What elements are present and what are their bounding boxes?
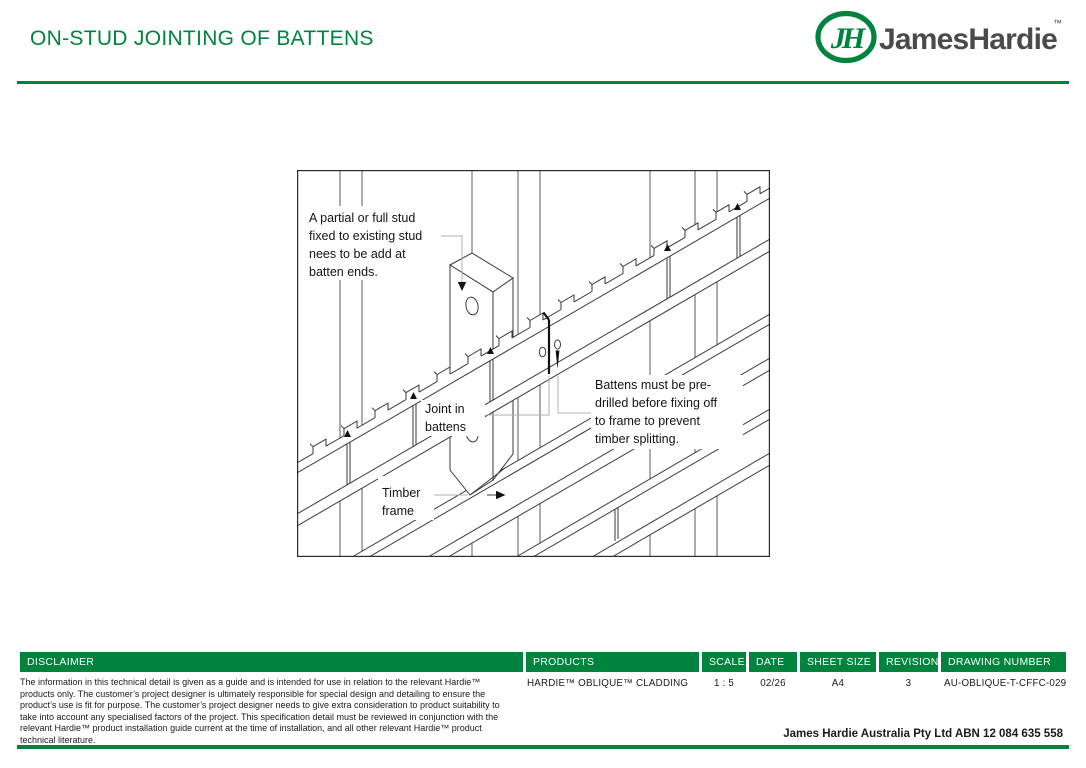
sheet-size-value: A4 <box>831 678 845 689</box>
upper-batten <box>297 185 770 527</box>
revision-value: 3 <box>905 678 912 689</box>
col-header-scale: SCALE <box>702 652 746 672</box>
james-hardie-logo: JH JamesHardie ™ <box>815 10 1062 64</box>
lower-batten-joint <box>614 507 619 541</box>
joint-in-battens-line <box>542 311 551 374</box>
col-header-products: PRODUCTS <box>526 652 699 672</box>
svg-text:to frame to prevent: to frame to prevent <box>595 414 700 428</box>
note-joint: Joint in <box>425 402 465 416</box>
svg-text:nees to be add at: nees to be add at <box>309 247 406 261</box>
col-header-sheet-size: SHEET SIZE <box>800 652 876 672</box>
col-header-disclaimer: DISCLAIMER <box>20 652 523 672</box>
svg-text:frame: frame <box>382 504 414 518</box>
svg-text:drilled before fixing off: drilled before fixing off <box>595 396 718 410</box>
technical-drawing: A partial or full stud fixed to existing… <box>297 170 770 557</box>
date-value: 02/26 <box>760 678 786 689</box>
svg-text:fixed to existing stud: fixed to existing stud <box>309 229 422 243</box>
stud-hole-top <box>465 296 479 316</box>
products-value: HARDIE™ OBLIQUE™ CLADDING <box>527 678 689 689</box>
batten-joints <box>346 215 741 485</box>
screw-fastener <box>554 339 561 369</box>
logo-trademark: ™ <box>1053 18 1062 28</box>
drawing-number-value: AU-OBLIQUE-T-CFFC-029 <box>944 678 1067 689</box>
logo-ellipse <box>815 10 877 64</box>
batten-serration <box>312 185 761 454</box>
predrilled-hole <box>538 346 547 358</box>
leader-arrow-down <box>457 282 467 291</box>
header-rule <box>17 81 1069 84</box>
company-abn-line: James Hardie Australia Pty Ltd ABN 12 08… <box>783 728 1063 740</box>
svg-text:batten ends.: batten ends. <box>309 265 378 279</box>
note-partial-stud: A partial or full stud <box>309 211 415 225</box>
note-predrill: Battens must be pre- <box>595 378 711 392</box>
svg-text:battens: battens <box>425 420 466 434</box>
scale-value: 1 : 5 <box>713 678 735 689</box>
leader-arrow-right <box>496 490 506 500</box>
disclaimer-text: The information in this technical detail… <box>20 677 500 745</box>
annotations: A partial or full stud fixed to existing… <box>305 206 743 520</box>
page-title: ON-STUD JOINTING OF BATTENS <box>30 27 374 50</box>
frame-member-lower <box>351 313 770 557</box>
col-header-date: DATE <box>749 652 797 672</box>
col-header-drawing-number: DRAWING NUMBER <box>941 652 1066 672</box>
svg-text:timber splitting.: timber splitting. <box>595 432 679 446</box>
footer-rule <box>17 745 1069 749</box>
logo-wordmark: JamesHardie <box>879 23 1057 56</box>
col-header-revision: REVISION <box>879 652 938 672</box>
note-timber-frame: Timber <box>382 486 420 500</box>
drawing-border <box>297 170 770 557</box>
